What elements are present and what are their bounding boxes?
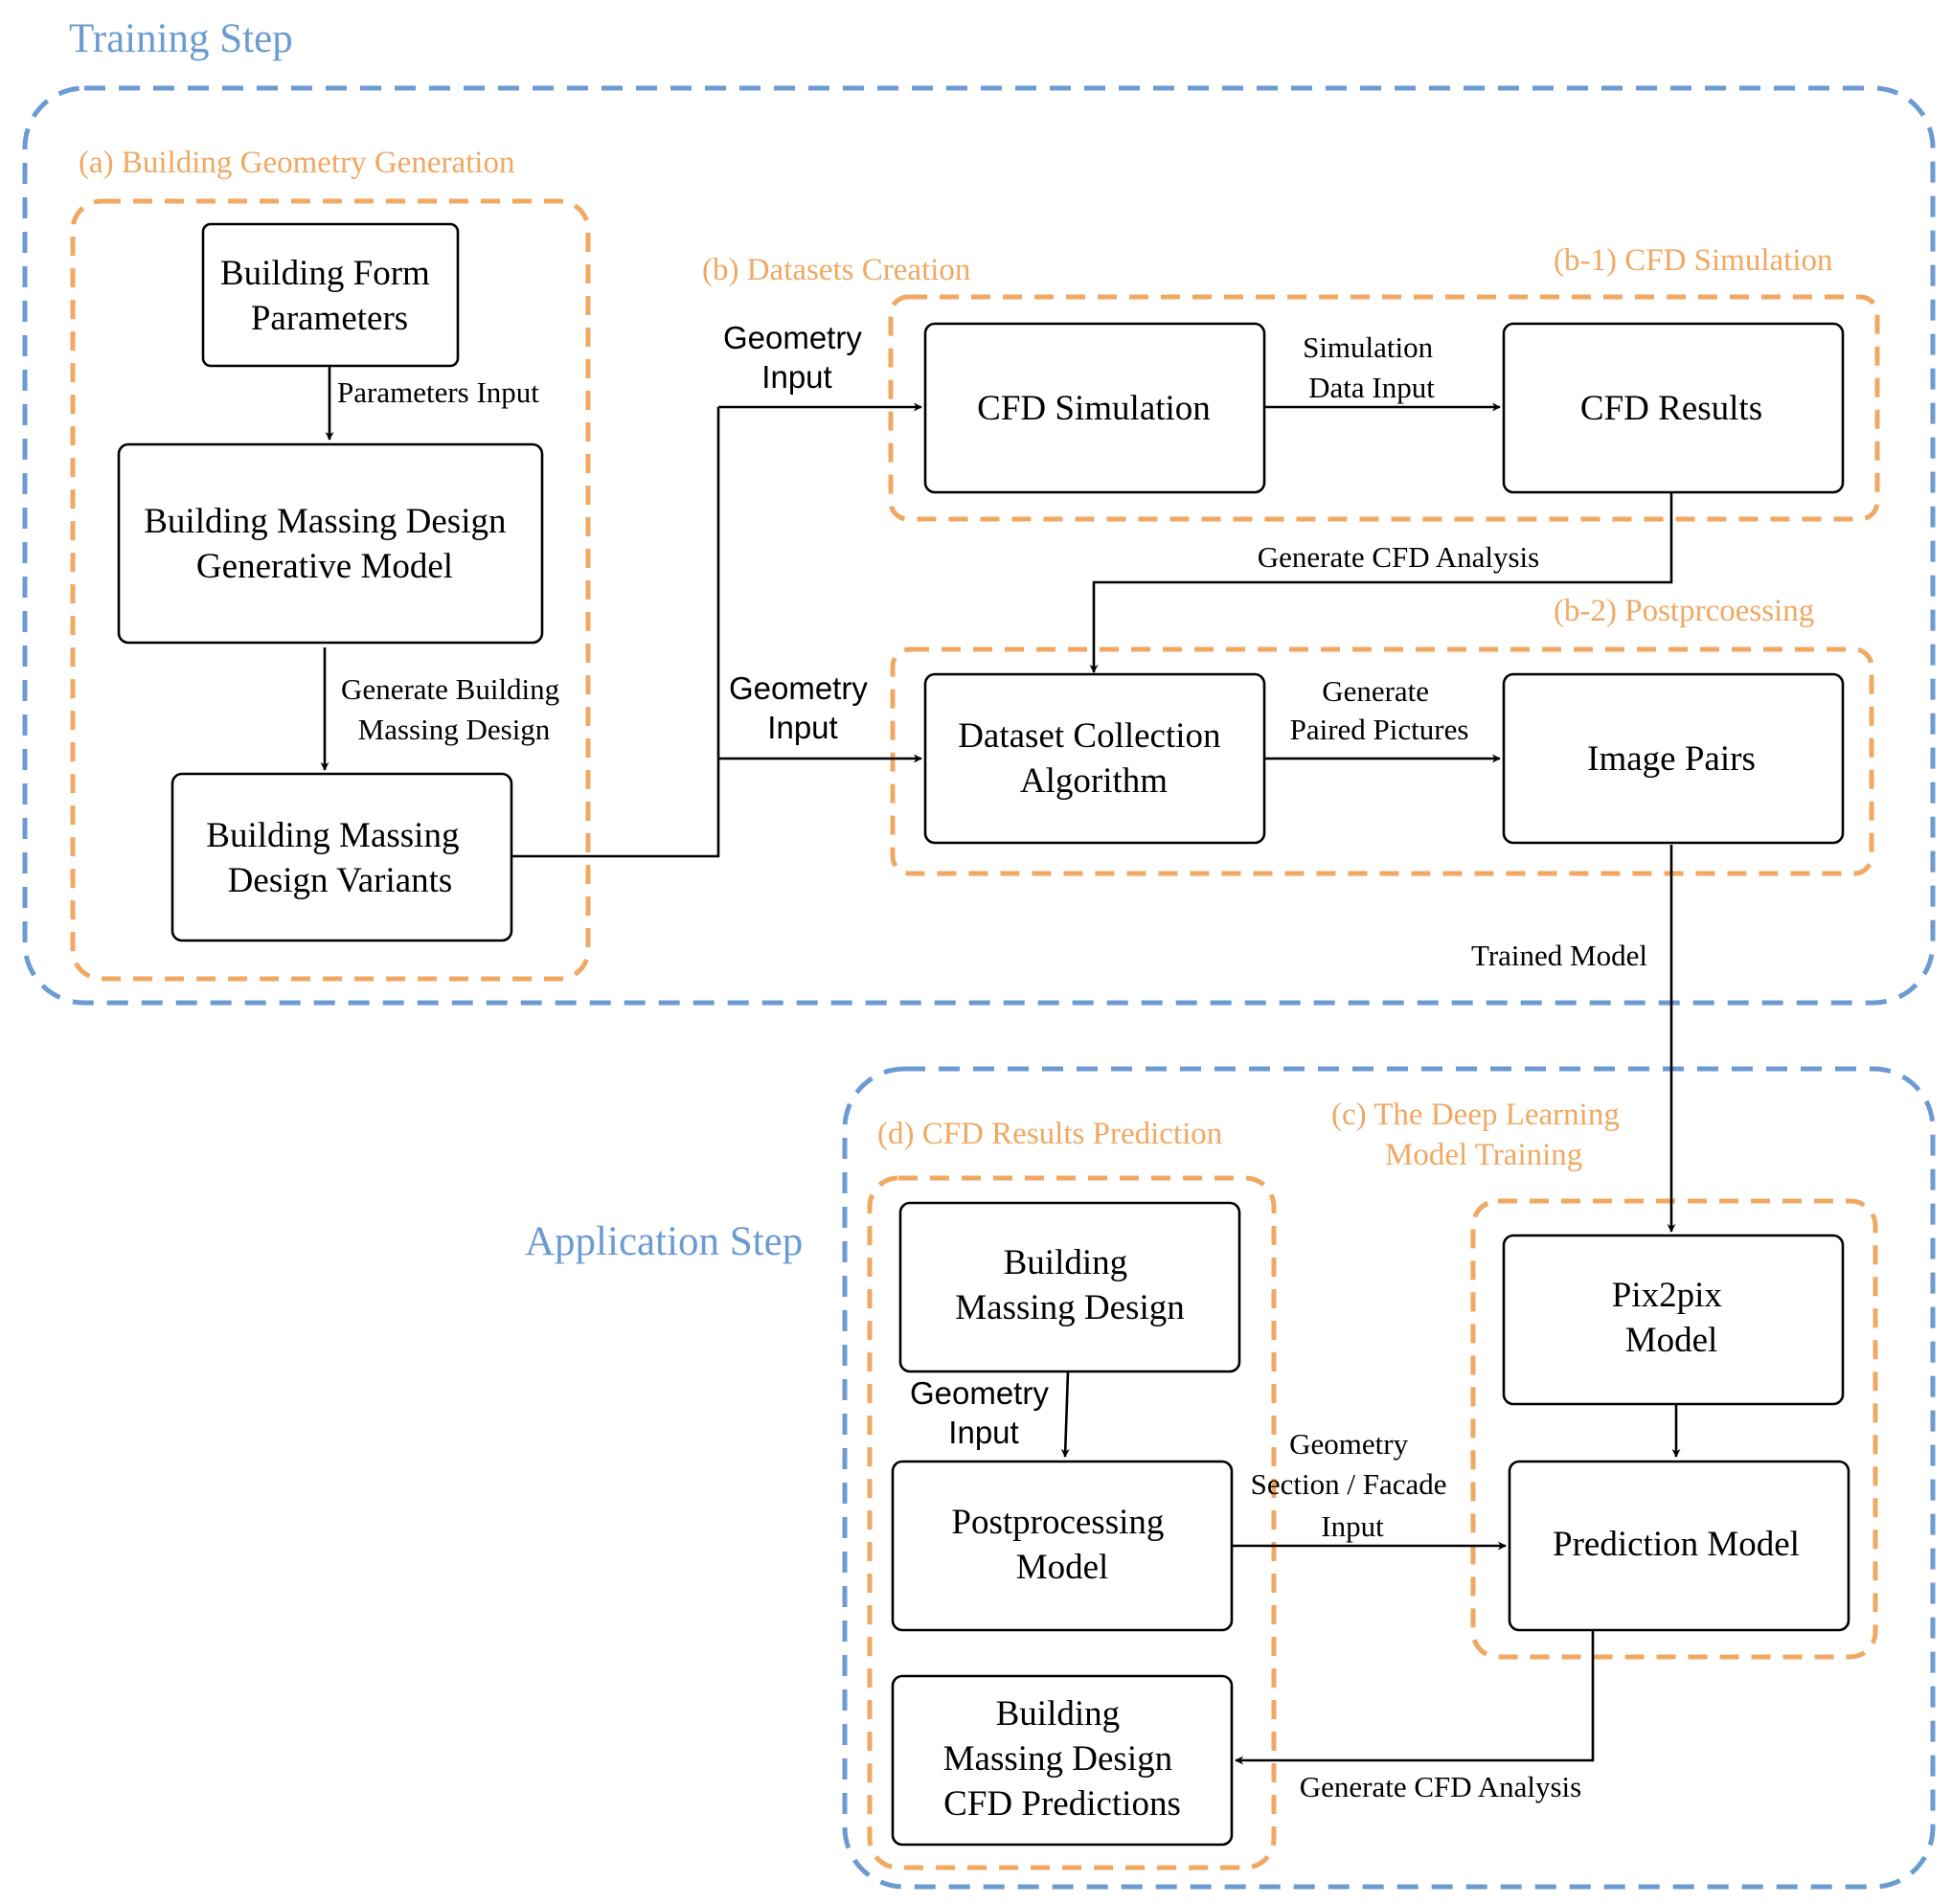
section-c-label: (c) The Deep Learning	[1331, 1098, 1620, 1132]
section-c-label-line2: Model Training	[1385, 1138, 1582, 1172]
cfd-results-label: CFD Results	[1580, 389, 1762, 428]
node-prediction-model	[1508, 1460, 1850, 1632]
node-dataset-algorithm	[923, 672, 1266, 845]
section-c-container	[1470, 1198, 1878, 1660]
training-step-container	[22, 85, 1936, 1006]
section-b1-container	[888, 294, 1880, 522]
edge-label-geometry-input-mid: Geometry Input	[729, 670, 876, 745]
section-d-label: (d) CFD Results Prediction	[877, 1117, 1222, 1151]
training-step-label: Training Step	[69, 16, 293, 61]
edge-label-simulation-data: Simulation Data Input	[1303, 330, 1441, 404]
edge-label-geometry-input-app: Geometry Input	[910, 1375, 1057, 1450]
edge-label-generate-building: Generate Building Massing Design	[341, 672, 567, 746]
node-pix2pix	[1502, 1234, 1845, 1406]
node-cfd-results	[1502, 322, 1845, 494]
pix2pix-label: Pix2pix Model	[1612, 1276, 1731, 1360]
application-step-label: Application Step	[525, 1219, 803, 1264]
section-b2-container	[890, 646, 1874, 876]
application-step-container	[842, 1066, 1936, 1890]
node-form-params	[201, 222, 460, 368]
cfd-simulation-label: CFD Simulation	[977, 389, 1211, 428]
image-pairs-label: Image Pairs	[1587, 739, 1756, 779]
section-b-label: (b) Datasets Creation	[702, 253, 970, 287]
node-cfd-simulation	[923, 322, 1266, 494]
section-a-container	[70, 198, 591, 982]
edge-label-generate-paired: Generate Paired Pictures	[1290, 674, 1469, 746]
prediction-model-label: Prediction Model	[1553, 1525, 1800, 1564]
node-cfd-predictions	[891, 1674, 1234, 1847]
dataset-algorithm-label: Dataset Collection Algorithm	[958, 716, 1230, 801]
massing-design-label: Building Massing Design	[955, 1243, 1184, 1327]
section-b2-label: (b-2) Postprcoessing	[1554, 594, 1814, 628]
node-massing-design	[898, 1201, 1241, 1373]
postprocessing-model-label: Postprocessing Model	[951, 1503, 1172, 1587]
arrow-prediction-to-cfd-predictions	[1235, 1630, 1595, 1765]
node-postprocessing-model	[891, 1460, 1234, 1632]
edge-label-trained-model: Trained Model	[1471, 939, 1647, 972]
edge-label-geometry-input-top: Geometry Input	[723, 320, 871, 395]
edge-label-generate-cfd-bottom: Generate CFD Analysis	[1300, 1770, 1581, 1803]
node-generative-model	[117, 442, 544, 645]
form-params-label: Building Form Parameters	[220, 254, 439, 338]
arrow-results-to-dataset	[1089, 493, 1673, 673]
edge-label-parameters-input: Parameters Input	[337, 375, 539, 409]
edge-label-generate-cfd-top: Generate CFD Analysis	[1258, 540, 1539, 574]
generative-model-label: Building Massing Design Generative Model	[144, 502, 515, 586]
edge-label-geometry-section: Geometry Section / Facade Input	[1251, 1427, 1455, 1543]
node-image-pairs	[1502, 672, 1845, 845]
connector-variants-to-trunk	[511, 407, 720, 858]
section-a-label: (a) Building Geometry Generation	[79, 146, 514, 180]
variants-label: Building Massing Design Variants	[206, 816, 467, 900]
node-variants	[170, 772, 513, 942]
section-b1-label: (b-1) CFD Simulation	[1554, 243, 1833, 278]
cfd-predictions-label: Building Massing Design CFD Predictions	[943, 1694, 1182, 1824]
section-d-container	[867, 1175, 1277, 1870]
arrow-massing-to-postprocessing	[1060, 1371, 1070, 1458]
